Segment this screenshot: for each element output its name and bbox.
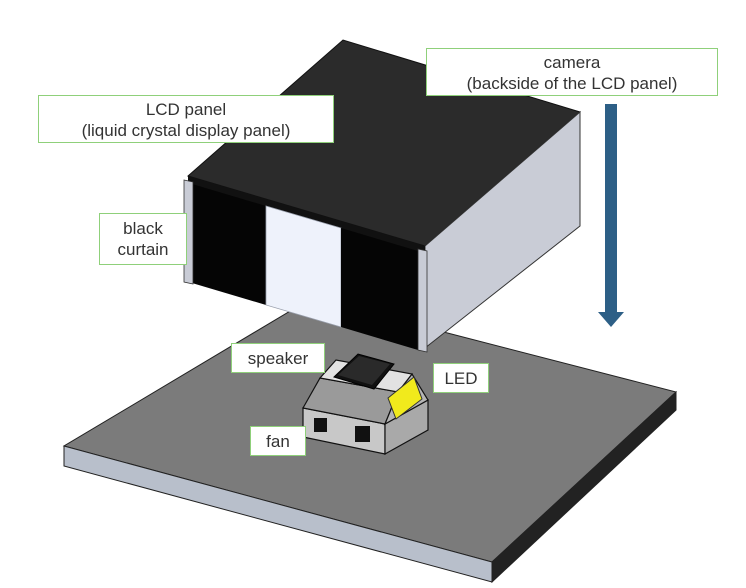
black-curtain-label-line1: black [123, 219, 163, 238]
speaker-label: speaker [231, 343, 325, 373]
curtain-right-post [417, 248, 428, 353]
lcd-panel-label-line1: LCD panel [145, 100, 227, 119]
robot [302, 353, 429, 456]
camera-direction-arrow [598, 104, 624, 327]
black-curtain-right [341, 228, 418, 350]
speaker-unit-top [338, 356, 390, 385]
lcd-box [183, 39, 582, 353]
camera-label: camera (backside of the LCD panel) [426, 48, 718, 96]
led-label-text: LED [444, 369, 478, 388]
lcd-panel-front-edge [188, 176, 425, 254]
black-curtain-label-line2: curtain [117, 240, 169, 259]
fan-label: fan [250, 426, 306, 456]
black-curtain-label: black curtain [99, 213, 187, 265]
lcd-panel-label-line2: (liquid crystal display panel) [81, 121, 291, 140]
fan-right [355, 426, 370, 442]
camera-label-line1: camera [543, 53, 601, 72]
lcd-panel-label: LCD panel (liquid crystal display panel) [38, 95, 334, 143]
camera-label-line2: (backside of the LCD panel) [466, 74, 678, 93]
fan-left [314, 418, 327, 432]
fan-label-text: fan [266, 432, 290, 451]
speaker-label-text: speaker [247, 349, 309, 368]
led-label: LED [433, 363, 489, 393]
led-light [387, 376, 423, 420]
floor-right-edge [491, 390, 677, 584]
black-curtain-left [192, 184, 266, 305]
